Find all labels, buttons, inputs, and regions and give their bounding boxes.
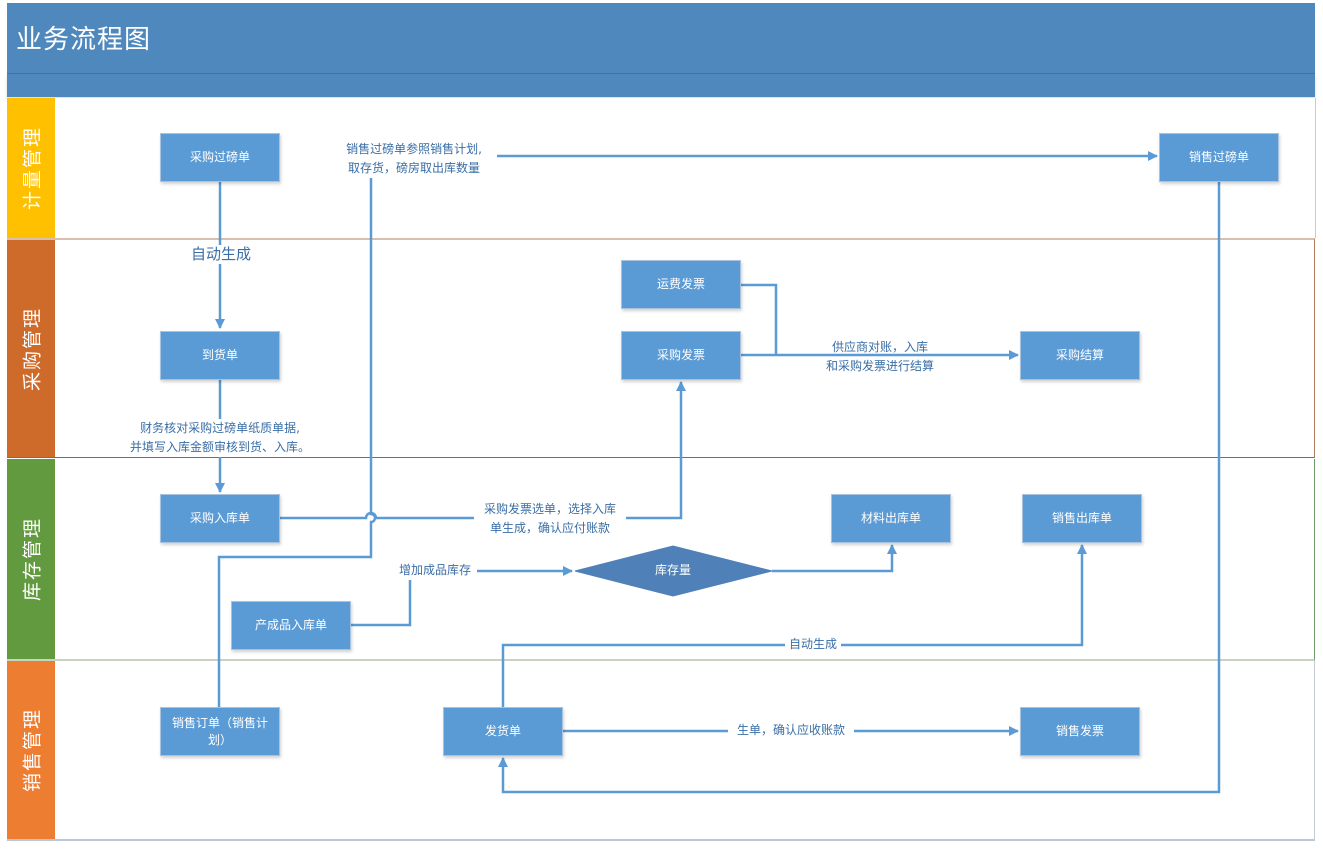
label-auto-generate-1: 自动生成 bbox=[186, 245, 256, 264]
node-freight-invoice[interactable]: 运费发票 bbox=[621, 260, 741, 309]
node-sales-order[interactable]: 销售订单（销售计划） bbox=[160, 707, 280, 756]
label-supplier-settle: 供应商对账，入库 和采购发票进行结算 bbox=[825, 340, 934, 373]
header-subbar bbox=[7, 74, 1315, 97]
label-finance-check: 财务核对采购过磅单纸质单据, 并填写入库金额审核到货、入库。 bbox=[115, 419, 325, 457]
node-sales-outbound[interactable]: 销售出库单 bbox=[1022, 494, 1142, 543]
node-material-outbound[interactable]: 材料出库单 bbox=[831, 494, 951, 543]
label-receivable: 生单，确认应收账款 bbox=[728, 721, 854, 740]
diagram-header: 业务流程图 bbox=[7, 3, 1315, 74]
lane-label-purchasing: 采购管理 bbox=[7, 240, 55, 457]
node-arrival[interactable]: 到货单 bbox=[160, 331, 280, 380]
lane-label-metering: 计量管理 bbox=[7, 98, 55, 238]
label-auto-generate-2: 自动生成 bbox=[785, 635, 841, 654]
arrow-product-to-inventory bbox=[350, 566, 573, 627]
label-sales-weigh-ref: 销售过磅单参照销售计划, 取存货，磅房取出库数量 bbox=[332, 140, 496, 178]
lane-label-sales: 销售管理 bbox=[7, 661, 55, 839]
node-purchase-weigh[interactable]: 采购过磅单 bbox=[160, 133, 280, 182]
lane-label-inventory: 库存管理 bbox=[7, 459, 55, 659]
label-add-stock: 增加成品库存 bbox=[393, 561, 477, 580]
line-freight-invoice-merge bbox=[741, 283, 778, 355]
arrow-inventory-to-material-out bbox=[772, 544, 897, 573]
diagram-title: 业务流程图 bbox=[16, 25, 152, 55]
node-purchase-invoice[interactable]: 采购发票 bbox=[621, 331, 741, 380]
inventory-decision-shape bbox=[574, 545, 773, 597]
node-inventory-label[interactable]: 库存量 bbox=[654, 563, 691, 577]
node-purchase-settle[interactable]: 采购结算 bbox=[1020, 331, 1140, 380]
node-sales-weigh[interactable]: 销售过磅单 bbox=[1159, 133, 1279, 182]
label-invoice-select: 采购发票选单，选择入库 单生成，确认应付账款 bbox=[474, 500, 626, 538]
node-delivery[interactable]: 发货单 bbox=[443, 707, 563, 756]
node-sales-invoice[interactable]: 销售发票 bbox=[1020, 707, 1140, 756]
arrow-sales-weigh-to-delivery bbox=[498, 182, 1221, 794]
node-purchase-inbound[interactable]: 采购入库单 bbox=[160, 494, 280, 543]
arrow-inbound-to-invoice bbox=[280, 381, 686, 520]
node-product-inbound[interactable]: 产成品入库单 bbox=[231, 601, 351, 650]
